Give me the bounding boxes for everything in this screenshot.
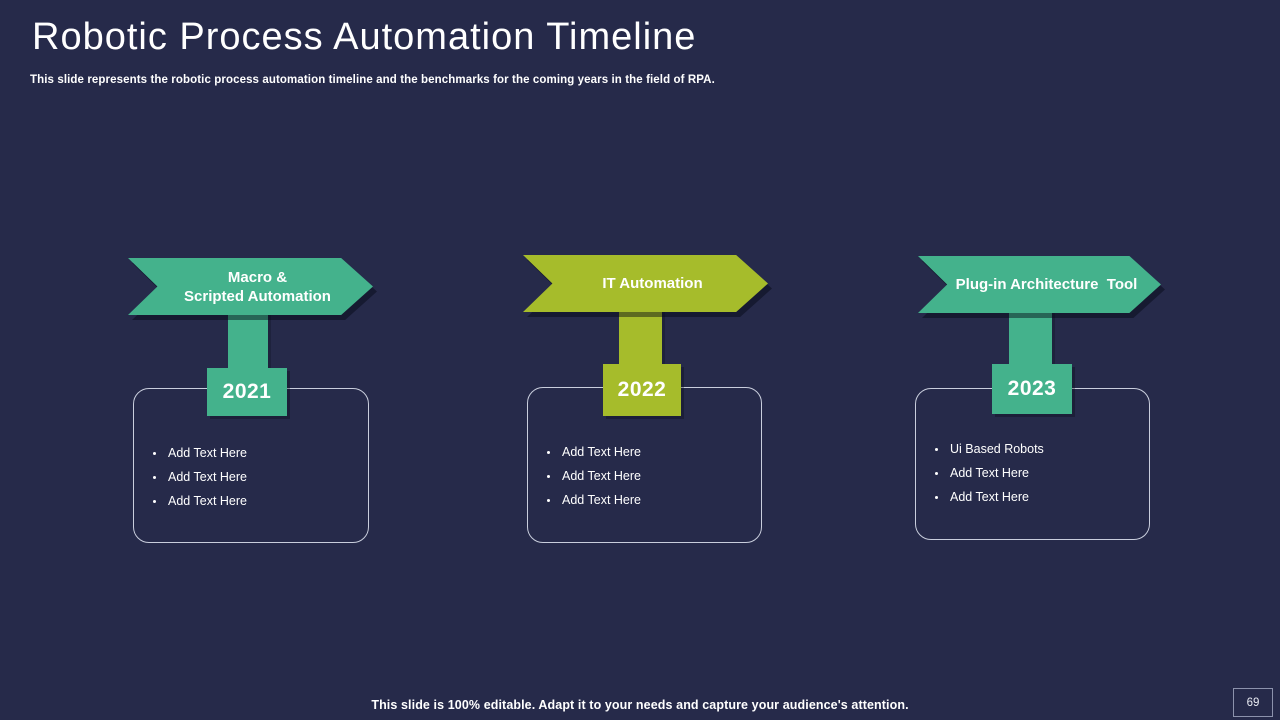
milestone-label: Macro & Scripted Automation bbox=[184, 268, 331, 305]
footer-note: This slide is 100% editable. Adapt it to… bbox=[371, 698, 909, 712]
year-badge: 2023 bbox=[992, 364, 1072, 414]
bullet-item: Add Text Here bbox=[152, 471, 358, 484]
milestone-label: Plug-in Architecture Tool bbox=[955, 276, 1138, 293]
year-text: 2023 bbox=[1007, 377, 1057, 400]
arrow-shape: Plug-in Architecture Tool bbox=[918, 256, 1161, 313]
bullet-item: Add Text Here bbox=[546, 494, 751, 507]
bullet-item: Add Text Here bbox=[152, 447, 358, 460]
year-text: 2022 bbox=[617, 378, 667, 401]
year-text: 2021 bbox=[222, 380, 272, 403]
bullet-list: Add Text Here Add Text Here Add Text Her… bbox=[528, 388, 761, 507]
milestone-arrow-banner: Plug-in Architecture Tool bbox=[918, 256, 1161, 313]
milestone-card: Ui Based Robots Add Text Here Add Text H… bbox=[915, 388, 1150, 540]
bullet-list: Ui Based Robots Add Text Here Add Text H… bbox=[916, 389, 1149, 504]
year-badge: 2021 bbox=[207, 368, 287, 416]
bullet-item: Add Text Here bbox=[934, 491, 1139, 504]
page-title: Robotic Process Automation Timeline bbox=[32, 16, 697, 58]
bullet-list: Add Text Here Add Text Here Add Text Her… bbox=[134, 389, 368, 508]
bullet-item: Add Text Here bbox=[152, 495, 358, 508]
milestone-arrow-banner: IT Automation bbox=[523, 255, 768, 312]
page-number: 69 bbox=[1246, 696, 1260, 709]
bullet-item: Add Text Here bbox=[546, 470, 751, 483]
bullet-item: Ui Based Robots bbox=[934, 443, 1139, 456]
slide-subtitle: This slide represents the robotic proces… bbox=[30, 74, 715, 86]
page-number-badge: 69 bbox=[1233, 688, 1273, 717]
bullet-item: Add Text Here bbox=[546, 446, 751, 459]
milestone-arrow-banner: Macro & Scripted Automation bbox=[128, 258, 373, 315]
year-badge: 2022 bbox=[603, 364, 681, 416]
bullet-item: Add Text Here bbox=[934, 467, 1139, 480]
arrow-shape: IT Automation bbox=[523, 255, 768, 312]
milestone-label: IT Automation bbox=[602, 275, 703, 292]
milestone-card: Add Text Here Add Text Here Add Text Her… bbox=[133, 388, 369, 543]
arrow-shape: Macro & Scripted Automation bbox=[128, 258, 373, 315]
